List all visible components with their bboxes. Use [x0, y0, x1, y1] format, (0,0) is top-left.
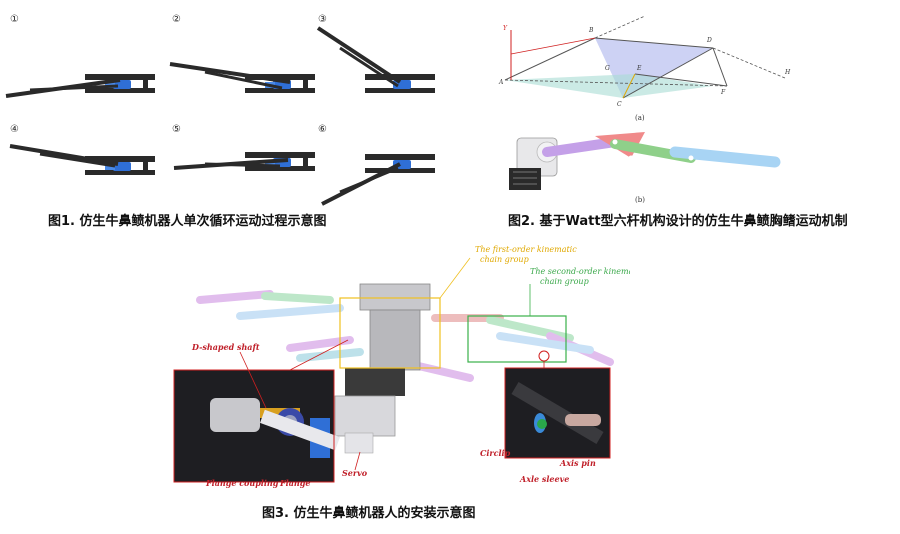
- flange-label: Flange: [279, 478, 310, 488]
- flange-coupling-label: Flange coupling: [205, 478, 279, 488]
- point-label-c: C: [617, 101, 622, 108]
- step-2-number: ②: [172, 14, 181, 25]
- step-1-robot: [5, 74, 155, 98]
- step-1-number: ①: [10, 14, 19, 25]
- step-3-number: ③: [318, 14, 327, 25]
- second-order-chain-box: [467, 315, 567, 363]
- central-frame: [334, 283, 431, 454]
- linkage-diagram: Y B A C D E F G H: [498, 15, 791, 108]
- subfigure-a-label: (a): [635, 114, 645, 122]
- subfigure-b-label: (b): [635, 196, 645, 204]
- step-6-robot: [321, 154, 435, 206]
- point-label-y: Y: [503, 25, 508, 32]
- point-label-h: H: [784, 69, 791, 76]
- step-4-number: ④: [10, 124, 19, 135]
- figure-3-caption: 图3. 仿生牛鼻鲼机器人的安装示意图: [262, 506, 476, 521]
- point-label-f: F: [720, 89, 726, 96]
- fin-mechanism: [509, 132, 781, 190]
- point-label-g: G: [605, 65, 610, 72]
- step-4-robot: [9, 144, 155, 175]
- step-2-robot: [169, 62, 315, 93]
- first-order-label-line1: The first-order kinematic: [475, 245, 577, 254]
- figure-1-drawing: ① ② ③ ④ ⑤ ⑥: [5, 14, 327, 175]
- d-shaped-shaft-label: D-shaped shaft: [191, 342, 260, 352]
- step-5-robot: [173, 152, 315, 171]
- servo-label: Servo: [342, 468, 368, 478]
- point-label-e: E: [636, 65, 642, 72]
- figure-2-drawing: Y B A C D E F G H (a) (b): [498, 15, 791, 204]
- point-label-a: A: [498, 79, 504, 86]
- step-6-number: ⑥: [318, 124, 327, 135]
- servo-detail-inset: [174, 370, 340, 482]
- figure-1-overlay: [300, 20, 440, 210]
- figure-1-overlay-drawing: [316, 26, 435, 206]
- figure-3-drawing: The first-order kinematic chain group Th…: [173, 245, 644, 488]
- point-label-b: B: [588, 27, 594, 34]
- figure-3: The first-order kinematic chain group Th…: [170, 238, 644, 500]
- first-order-label-line2: chain group: [480, 255, 529, 264]
- figure-2-caption: 图2. 基于Watt型六杆机构设计的仿生牛鼻鲼胸鳍运动机制: [508, 214, 848, 229]
- first-order-chain-box: [339, 297, 441, 369]
- point-label-d: D: [706, 37, 712, 44]
- figure-2: Y B A C D E F G H (a) (b): [495, 10, 795, 210]
- step-5-number: ⑤: [172, 124, 181, 135]
- figure-1-caption: 图1. 仿生牛鼻鲼机器人单次循环运动过程示意图: [48, 214, 327, 229]
- second-order-label-line2: chain group: [540, 277, 589, 286]
- circlip-label: Circlip: [480, 448, 511, 458]
- pin-detail-inset: [505, 368, 610, 458]
- figure-1: ① ② ③ ④ ⑤ ⑥: [0, 0, 360, 200]
- axle-sleeve-label: Axle sleeve: [519, 474, 569, 484]
- second-order-label-line1: The second-order kinematic: [530, 267, 630, 276]
- axis-pin-label: Axis pin: [559, 458, 596, 468]
- step-3-robot: [316, 26, 435, 93]
